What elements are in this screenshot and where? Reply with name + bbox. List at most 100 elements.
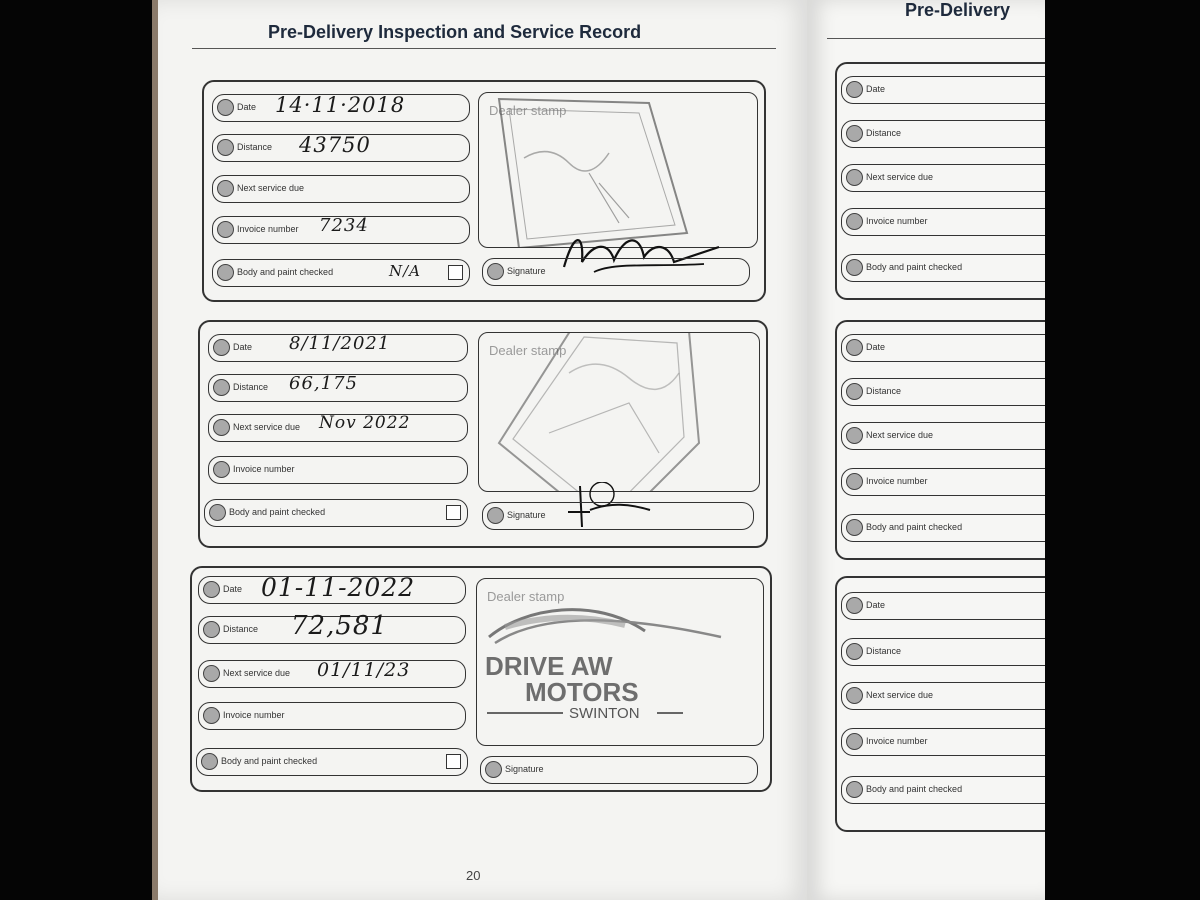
field-bullet-icon	[846, 427, 863, 444]
distance-field[interactable]: Distance 43750	[212, 133, 470, 162]
next-service-label: Next service due	[237, 183, 305, 193]
signature-field[interactable]: Signature	[482, 502, 754, 530]
service-record-2: Date 8/11/2021 Distance 66,175 Next serv…	[198, 320, 768, 548]
next-service-field[interactable]: Next service due	[841, 422, 1045, 450]
invoice-value: 7234	[319, 215, 369, 236]
dealer-stamp-impression	[497, 97, 689, 247]
next-service-field[interactable]: Next service due 01/11/23	[198, 659, 466, 688]
distance-value: 72,581	[291, 611, 388, 641]
field-bullet-icon	[217, 99, 234, 116]
field-bullet-icon	[846, 125, 863, 142]
date-value: 8/11/2021	[289, 333, 391, 354]
body-paint-checkbox[interactable]	[446, 754, 461, 769]
signature-field[interactable]: Signature	[480, 756, 758, 784]
body-paint-field[interactable]: Body and paint checked	[841, 514, 1045, 542]
dealer-stamp-impression	[497, 333, 701, 491]
invoice-field[interactable]: Invoice number	[208, 456, 468, 484]
page-number: 20	[466, 868, 481, 883]
signature-label: Signature	[507, 510, 546, 520]
distance-label: Distance	[223, 624, 259, 634]
field-bullet-icon	[487, 263, 504, 280]
next-service-field[interactable]: Next service due	[212, 175, 470, 203]
distance-field[interactable]: Distance 66,175	[208, 373, 468, 402]
body-paint-field[interactable]: Body and paint checked	[204, 499, 468, 527]
field-bullet-icon	[203, 581, 220, 598]
dealer-stamp-label: Dealer stamp	[489, 343, 567, 358]
field-bullet-icon	[201, 753, 218, 770]
body-paint-checkbox[interactable]	[448, 265, 463, 280]
left-page: Pre-Delivery Inspection and Service Reco…	[152, 0, 810, 900]
stamp-dealer-name: DRIVE AW	[485, 651, 613, 681]
invoice-label: Invoice number	[866, 216, 928, 226]
dealer-stamp-label: Dealer stamp	[489, 103, 567, 118]
signature-scribble	[562, 239, 720, 273]
signature-scribble	[568, 482, 651, 528]
field-bullet-icon	[846, 259, 863, 276]
distance-field[interactable]: Distance 72,581	[198, 611, 466, 644]
next-service-label: Next service due	[223, 668, 291, 678]
distance-field[interactable]: Distance	[841, 378, 1045, 406]
body-paint-label: Body and paint checked	[866, 262, 963, 272]
field-bullet-icon	[209, 504, 226, 521]
field-bullet-icon	[217, 180, 234, 197]
field-bullet-icon	[217, 221, 234, 238]
distance-value: 43750	[299, 133, 371, 157]
field-bullet-icon	[203, 707, 220, 724]
signature-label: Signature	[505, 764, 544, 774]
field-bullet-icon	[203, 665, 220, 682]
service-record-right-1: Date Distance Next service due Invoice n…	[835, 62, 1045, 300]
invoice-field[interactable]: Invoice number	[841, 208, 1045, 236]
body-paint-field[interactable]: Body and paint checked N/A	[212, 259, 470, 287]
invoice-label: Invoice number	[223, 710, 285, 720]
field-bullet-icon	[846, 169, 863, 186]
body-paint-label: Body and paint checked	[221, 756, 318, 766]
next-service-label: Next service due	[866, 172, 934, 182]
service-record-1: Date 14·11·2018 Distance 43750 Next serv…	[202, 80, 766, 302]
signature-field[interactable]: Signature	[482, 258, 750, 286]
body-paint-field[interactable]: Body and paint checked	[841, 776, 1045, 804]
date-label: Date	[866, 600, 886, 610]
field-bullet-icon	[213, 379, 230, 396]
date-field[interactable]: Date	[841, 592, 1045, 620]
dealer-stamp-swoosh-logo	[488, 608, 722, 645]
invoice-field[interactable]: Invoice number	[198, 702, 466, 730]
date-field[interactable]: Date	[841, 76, 1045, 104]
field-bullet-icon	[213, 339, 230, 356]
field-bullet-icon	[217, 139, 234, 156]
distance-field[interactable]: Distance	[841, 120, 1045, 148]
invoice-field[interactable]: Invoice number 7234	[212, 215, 470, 244]
next-service-field[interactable]: Next service due	[841, 164, 1045, 192]
field-bullet-icon	[846, 473, 863, 490]
field-bullet-icon	[203, 621, 220, 638]
next-service-field[interactable]: Next service due Nov 2022	[208, 413, 468, 442]
body-paint-field[interactable]: Body and paint checked	[841, 254, 1045, 282]
field-bullet-icon	[213, 461, 230, 478]
stamp-rule	[657, 712, 683, 714]
distance-label: Distance	[866, 128, 902, 138]
next-service-label: Next service due	[866, 690, 934, 700]
distance-value: 66,175	[289, 373, 358, 394]
title-divider	[827, 38, 1045, 39]
distance-field[interactable]: Distance	[841, 638, 1045, 666]
field-bullet-icon	[846, 519, 863, 536]
date-field[interactable]: Date	[841, 334, 1045, 362]
page-title: Pre-Delivery Inspection and Service Reco…	[268, 22, 642, 42]
body-paint-checkbox[interactable]	[446, 505, 461, 520]
invoice-label: Invoice number	[866, 736, 928, 746]
stamp-rule	[487, 712, 563, 714]
stamp-location: SWINTON	[569, 705, 640, 722]
next-service-label: Next service due	[233, 422, 301, 432]
distance-label: Distance	[866, 386, 902, 396]
invoice-field[interactable]: Invoice number	[841, 468, 1045, 496]
body-paint-field[interactable]: Body and paint checked	[196, 748, 468, 776]
next-service-field[interactable]: Next service due	[841, 682, 1045, 710]
date-label: Date	[233, 342, 253, 352]
invoice-label: Invoice number	[233, 464, 295, 474]
date-field[interactable]: Date 01-11-2022	[198, 573, 466, 604]
date-label: Date	[866, 84, 886, 94]
invoice-field[interactable]: Invoice number	[841, 728, 1045, 756]
field-bullet-icon	[846, 213, 863, 230]
date-field[interactable]: Date 14·11·2018	[212, 93, 470, 122]
date-field[interactable]: Date 8/11/2021	[208, 333, 468, 362]
field-bullet-icon	[846, 383, 863, 400]
